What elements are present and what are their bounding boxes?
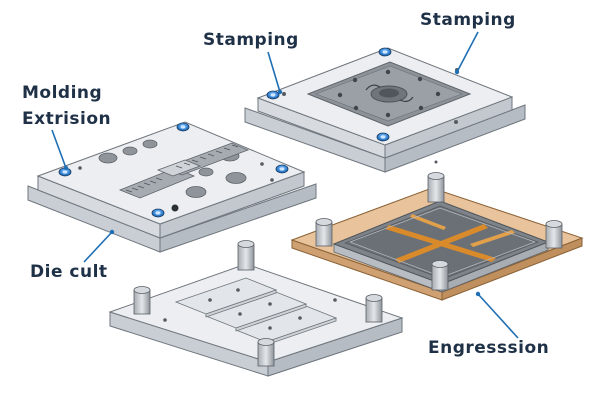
screw-head-icon: [151, 208, 165, 218]
guide-post-icon: [133, 286, 151, 315]
label-stamping-left: Stamping: [203, 30, 299, 50]
leader-lines: [51, 31, 519, 339]
guide-post-icon: [315, 218, 333, 247]
label-die-cut: Die cult: [30, 262, 108, 282]
engression-mold: [290, 160, 584, 301]
screw-head-icon: [376, 132, 390, 142]
stamping-plate: [244, 47, 526, 173]
guide-post-icon: [427, 172, 445, 203]
screw-head-icon: [378, 47, 392, 57]
guide-post-icon: [257, 338, 275, 367]
leader-stamping-right: [456, 31, 479, 73]
guide-post-icon: [545, 220, 563, 249]
label-stamping-right: Stamping: [420, 10, 516, 30]
guide-post-icon: [431, 260, 449, 291]
screw-head-icon: [266, 90, 280, 100]
label-molding-extrusion: Molding Extrision: [22, 80, 111, 132]
label-engression: Engresssion: [428, 338, 550, 358]
molding-extrusion-plate: [27, 121, 317, 253]
screw-head-icon: [58, 167, 72, 177]
leader-molding: [51, 129, 67, 169]
label-extrusion: Extrision: [22, 109, 112, 129]
guide-post-icon: [237, 240, 255, 271]
screw-head-icon: [275, 164, 289, 174]
leader-die-cut: [83, 231, 113, 263]
label-molding: Molding: [22, 83, 103, 103]
die-cut-plate: [108, 240, 404, 377]
leader-stamping-left: [267, 51, 281, 93]
leader-engression: [477, 293, 519, 339]
guide-post-icon: [365, 294, 383, 323]
screw-head-icon: [176, 122, 190, 132]
